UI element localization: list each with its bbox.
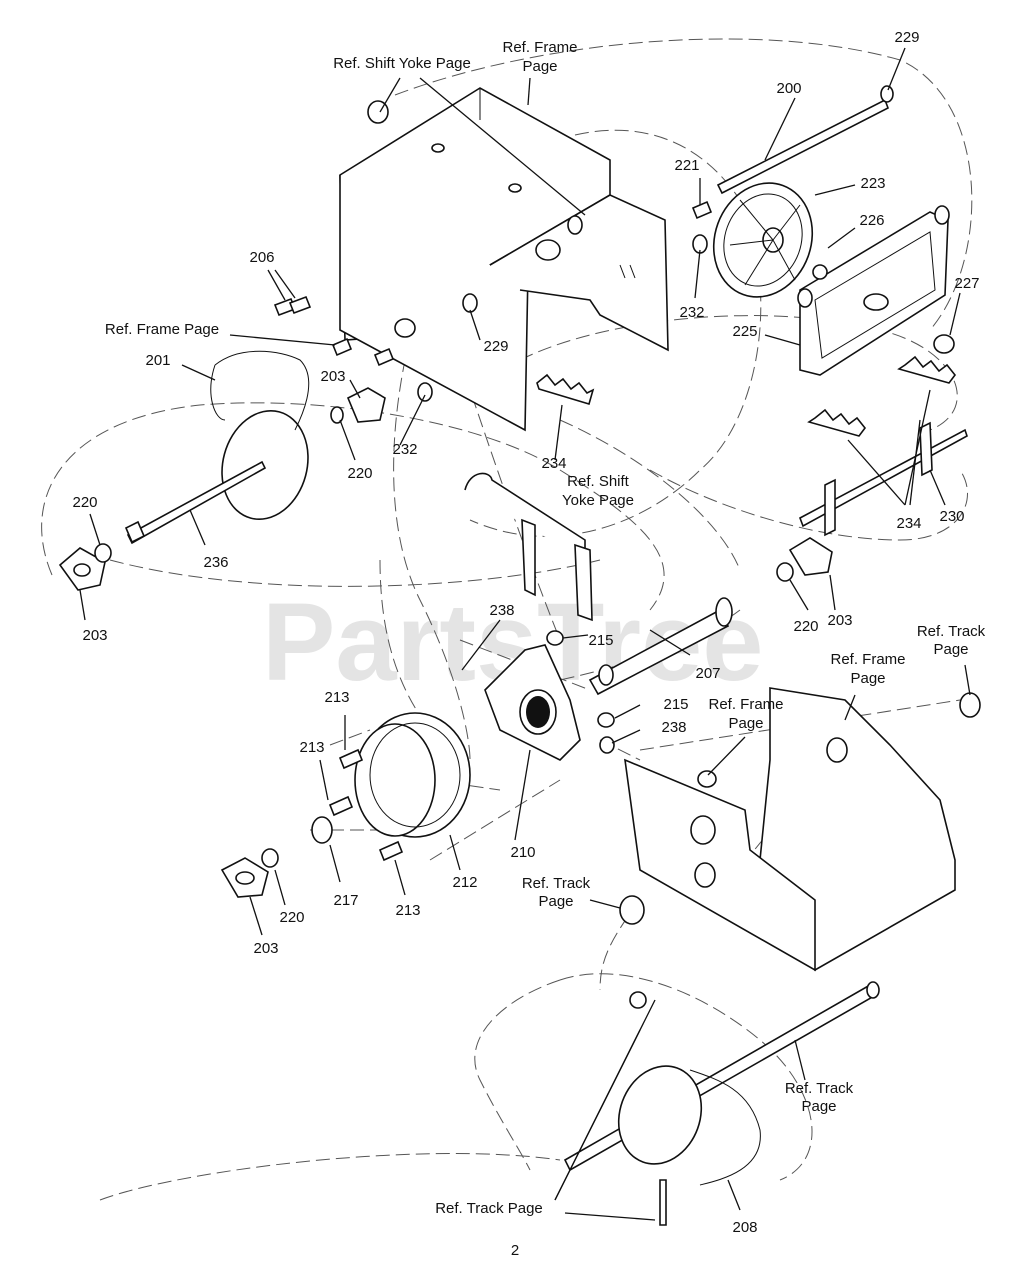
page-number: 2 bbox=[511, 1242, 519, 1259]
ref-frame-label: Ref. Frame bbox=[708, 696, 783, 713]
ref-frame-label: Page bbox=[850, 670, 885, 687]
part-number: 238 bbox=[661, 719, 686, 736]
ref-track-label: Page bbox=[933, 641, 968, 658]
part-number: 221 bbox=[674, 157, 699, 174]
ref-frame-label: Page bbox=[522, 58, 557, 75]
part-number: 213 bbox=[324, 689, 349, 706]
ref-track-label: Page bbox=[801, 1098, 836, 1115]
pulley bbox=[712, 182, 814, 298]
lower-axle bbox=[563, 981, 880, 1226]
bushings bbox=[94, 406, 794, 868]
hub-plate bbox=[484, 644, 581, 761]
ref-track-label: Page bbox=[538, 893, 573, 910]
part-number: 210 bbox=[510, 844, 535, 861]
part-number: 203 bbox=[82, 627, 107, 644]
ref-frame-label: Page bbox=[728, 715, 763, 732]
drive-disc bbox=[354, 712, 471, 838]
ref-track-label: Ref. Track bbox=[785, 1080, 854, 1097]
friction-shaft bbox=[588, 597, 733, 696]
part-number: 220 bbox=[793, 618, 818, 635]
part-number: 213 bbox=[299, 739, 324, 756]
part-number: 236 bbox=[203, 554, 228, 571]
bolts bbox=[273, 200, 713, 862]
ref-shift-yoke-label: Ref. Shift Yoke Page bbox=[333, 55, 471, 72]
part-number: 227 bbox=[954, 275, 979, 292]
part-number: 201 bbox=[145, 352, 170, 369]
part-number: 203 bbox=[320, 368, 345, 385]
part-number: 203 bbox=[253, 940, 278, 957]
ref-frame-label: Ref. Frame Page bbox=[105, 321, 219, 338]
part-number: 213 bbox=[395, 902, 420, 919]
part-number: 232 bbox=[679, 304, 704, 321]
part-number: 200 bbox=[776, 80, 801, 97]
ref-track-label: Ref. Track bbox=[522, 875, 591, 892]
part-number: 226 bbox=[859, 212, 884, 229]
lower-frame bbox=[624, 687, 956, 972]
part-number: 220 bbox=[72, 494, 97, 511]
part-number: 220 bbox=[279, 909, 304, 926]
ref-shift-yoke-label: Ref. Shift bbox=[567, 473, 630, 490]
part-number: 207 bbox=[695, 665, 720, 682]
chain-case-cover bbox=[797, 205, 950, 376]
part-number: 217 bbox=[333, 892, 358, 909]
part-number: 215 bbox=[588, 632, 613, 649]
springs bbox=[536, 355, 957, 437]
nuts-washers bbox=[311, 100, 981, 1009]
ref-frame-label: Ref. Frame bbox=[502, 39, 577, 56]
bearing-flanges bbox=[58, 387, 833, 898]
part-number: 234 bbox=[541, 455, 566, 472]
ref-track-label: Ref. Track Page bbox=[435, 1200, 543, 1217]
part-number: 229 bbox=[894, 29, 919, 46]
ref-frame-label: Ref. Frame bbox=[830, 651, 905, 668]
part-number: 225 bbox=[732, 323, 757, 340]
left-sprocket bbox=[124, 350, 310, 545]
upper-shaft bbox=[716, 85, 894, 195]
part-number: 234 bbox=[896, 515, 921, 532]
part-number: 215 bbox=[663, 696, 688, 713]
ref-shift-yoke-label: Yoke Page bbox=[562, 492, 634, 509]
shift-yoke bbox=[464, 472, 593, 622]
part-number: 203 bbox=[827, 612, 852, 629]
part-number: 230 bbox=[939, 508, 964, 525]
part-number: 208 bbox=[732, 1219, 757, 1236]
part-number-labels: 229 200 221 223 226 227 225 232 206 229 … bbox=[72, 29, 979, 1236]
part-number: 206 bbox=[249, 249, 274, 266]
part-number: 223 bbox=[860, 175, 885, 192]
ref-track-label: Ref. Track bbox=[917, 623, 986, 640]
part-number: 229 bbox=[483, 338, 508, 355]
reference-labels: Ref. Shift Yoke Page Ref. Frame Page Ref… bbox=[105, 39, 986, 1217]
part-number: 220 bbox=[347, 465, 372, 482]
part-number: 232 bbox=[392, 441, 417, 458]
drive-housing bbox=[339, 87, 669, 432]
part-number: 212 bbox=[452, 874, 477, 891]
shift-rod bbox=[799, 421, 968, 537]
part-number: 238 bbox=[489, 602, 514, 619]
leader-lines bbox=[79, 47, 971, 1221]
